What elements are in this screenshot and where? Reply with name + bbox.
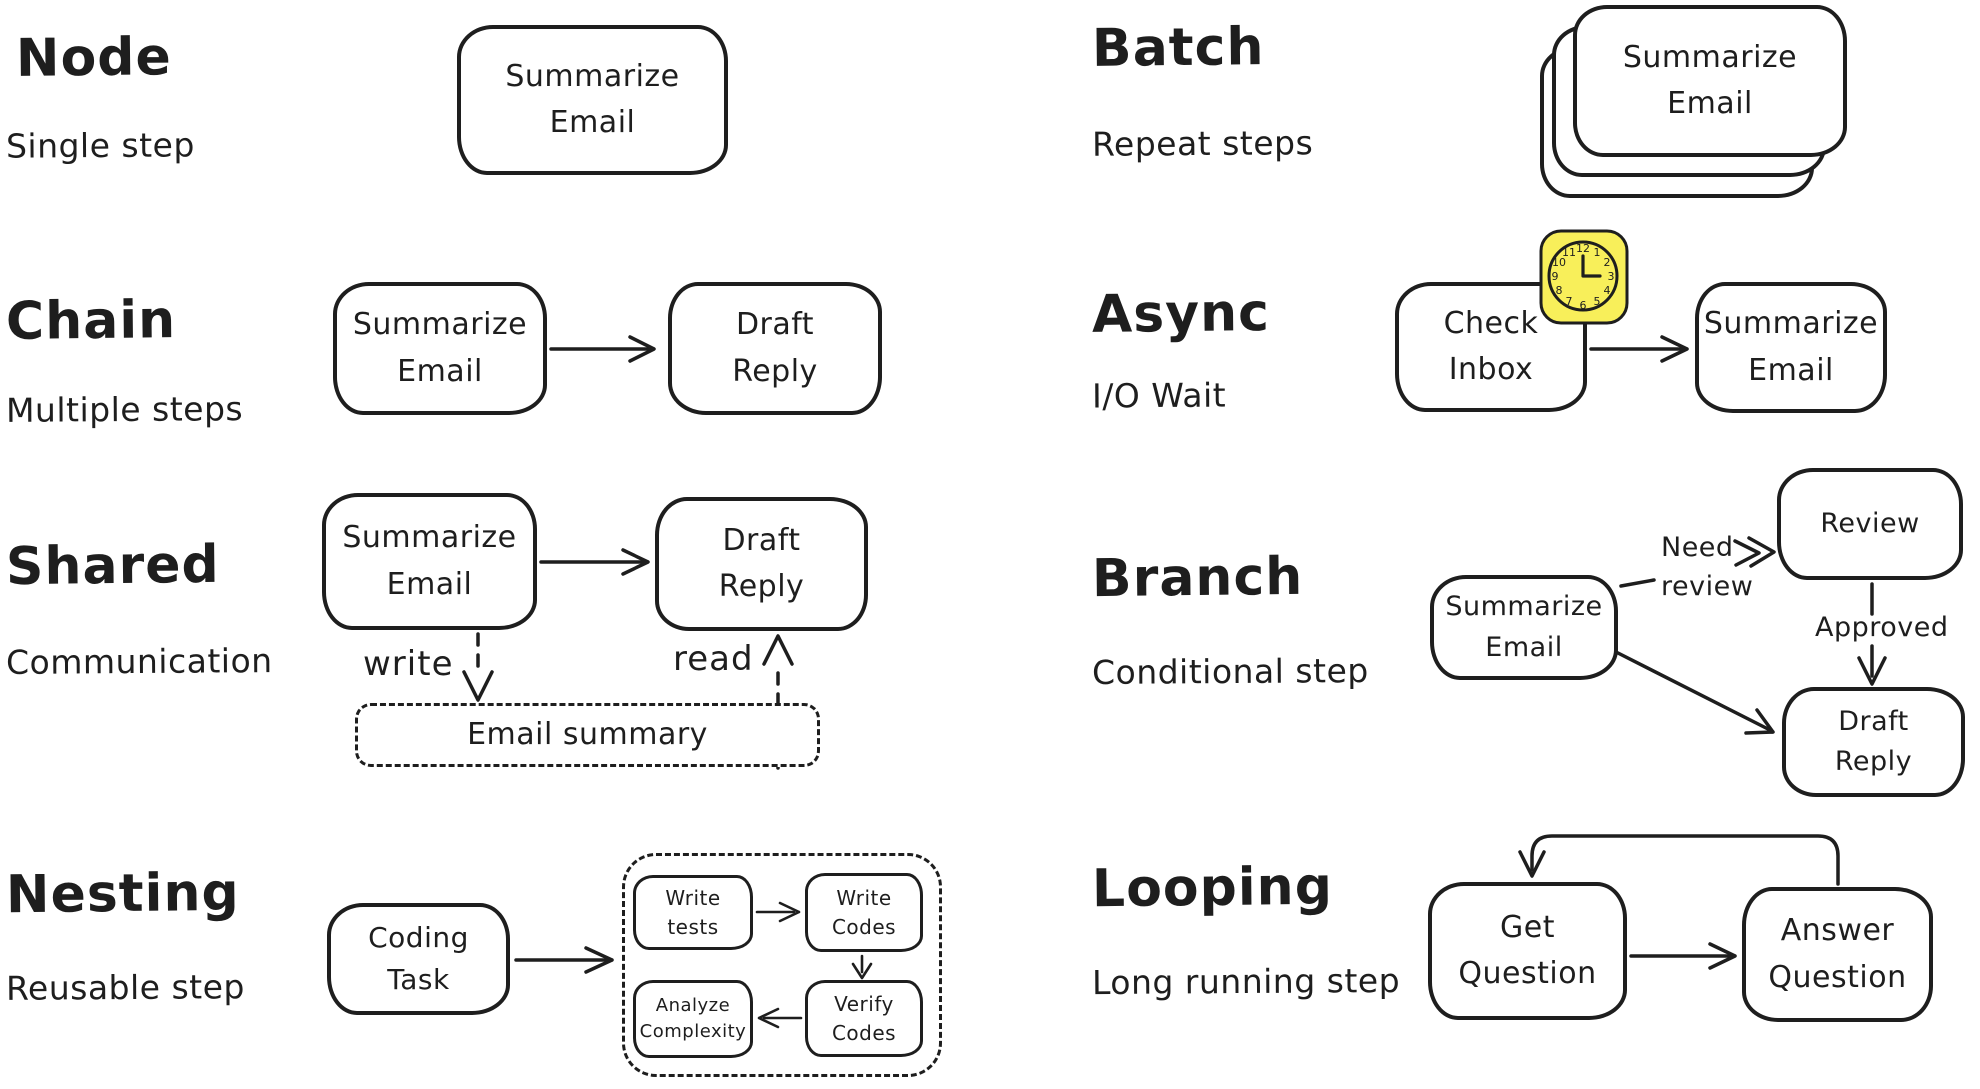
shared-box-summarize: Summarize Email (322, 493, 537, 630)
shared-write-arrow (462, 632, 494, 702)
svg-text:12: 12 (1576, 242, 1590, 255)
chain-box-summarize: Summarize Email (333, 282, 547, 415)
looping-answer-question-label: Answer Question (1768, 913, 1907, 995)
chain-arrow (549, 335, 656, 363)
async-title: Async (1091, 283, 1271, 345)
svg-text:2: 2 (1604, 256, 1611, 269)
batch-card-front: Summarize Email (1573, 5, 1847, 157)
svg-text:10: 10 (1552, 256, 1566, 269)
svg-text:7: 7 (1566, 295, 1573, 308)
shared-store-box: Email summary (355, 703, 820, 767)
nesting-coding-task-label: Coding Task (368, 921, 469, 996)
shared-subtitle: Communication (5, 641, 273, 682)
looping-title: Looping (1091, 856, 1334, 920)
shared-box-draft: Draft Reply (655, 497, 868, 631)
batch-title: Batch (1091, 17, 1265, 79)
clock-icon: 12 1 2 3 4 5 6 7 8 9 10 11 (1539, 229, 1629, 325)
branch-review-label: Review (1820, 507, 1920, 539)
batch-subtitle: Repeat steps (1091, 123, 1314, 164)
svg-text:11: 11 (1562, 246, 1576, 259)
branch-summarize-box: Summarize Email (1430, 575, 1618, 680)
svg-text:5: 5 (1594, 295, 1601, 308)
node-subtitle: Single step (5, 125, 195, 166)
svg-text:6: 6 (1580, 299, 1587, 312)
shared-arrow (539, 548, 650, 576)
nesting-coding-task-box: Coding Task (327, 903, 510, 1015)
nesting-write-tests-label: Write tests (665, 885, 721, 939)
chain-box-draft: Draft Reply (668, 282, 882, 415)
svg-text:4: 4 (1604, 284, 1611, 297)
chain-subtitle: Multiple steps (5, 389, 244, 430)
nesting-analyze-box: Analyze Complexity (633, 980, 753, 1058)
nesting-write-tests-box: Write tests (633, 875, 753, 950)
async-summarize-box: Summarize Email (1695, 282, 1887, 413)
nesting-title: Nesting (5, 862, 240, 926)
async-arrow (1589, 335, 1689, 363)
svg-text:8: 8 (1556, 284, 1563, 297)
chain-box-summarize-label: Summarize Email (352, 307, 528, 389)
looping-subtitle: Long running step (1091, 960, 1401, 1003)
shared-read-label: read (673, 639, 754, 679)
batch-card-label: Summarize Email (1622, 39, 1798, 122)
shared-write-label: write (363, 644, 454, 684)
svg-text:1: 1 (1594, 246, 1601, 259)
shared-title: Shared (5, 534, 221, 598)
nesting-verify-label: Verify Codes (831, 991, 897, 1045)
branch-title: Branch (1091, 546, 1304, 610)
async-subtitle: I/O Wait (1091, 375, 1227, 416)
branch-draft-label: Draft Reply (1834, 705, 1913, 778)
svg-text:9: 9 (1552, 270, 1559, 283)
branch-summarize-label: Summarize Email (1445, 591, 1603, 663)
nesting-arrow (514, 946, 614, 974)
chain-title: Chain (5, 290, 177, 352)
nesting-write-codes-box: Write Codes (805, 873, 923, 952)
nesting-dashed-container (622, 853, 942, 1077)
node-box: Summarize Email (457, 25, 728, 175)
shared-box-summarize-label: Summarize Email (342, 520, 517, 602)
nesting-verify-box: Verify Codes (805, 980, 923, 1057)
looping-get-question-label: Get Question (1458, 909, 1597, 992)
branch-direct-arrow (1614, 650, 1775, 735)
async-check-inbox-label: Check Inbox (1443, 305, 1539, 388)
branch-need-review-label: Need review (1661, 532, 1754, 603)
shared-store-label: Email summary (467, 716, 708, 752)
chain-box-draft-label: Draft Reply (732, 307, 818, 389)
branch-subtitle: Conditional step (1091, 651, 1369, 692)
nesting-write-codes-label: Write Codes (831, 885, 897, 939)
looping-answer-question-box: Answer Question (1742, 887, 1933, 1022)
looping-arrow (1629, 942, 1737, 970)
node-title: Node (15, 27, 173, 89)
async-summarize-label: Summarize Email (1703, 306, 1879, 388)
looping-back-arrow (1518, 834, 1840, 886)
async-check-inbox-box: Check Inbox (1395, 282, 1587, 412)
nesting-analyze-label: Analyze Complexity (639, 994, 747, 1042)
node-box-label: Summarize Email (505, 58, 680, 141)
shared-box-draft-label: Draft Reply (718, 522, 805, 605)
looping-get-question-box: Get Question (1428, 882, 1627, 1020)
branch-draft-box: Draft Reply (1782, 687, 1965, 797)
nesting-subtitle: Reusable step (5, 967, 246, 1008)
branch-review-box: Review (1777, 468, 1963, 580)
svg-text:3: 3 (1608, 270, 1615, 283)
branch-approved-label: Approved (1815, 612, 1949, 643)
